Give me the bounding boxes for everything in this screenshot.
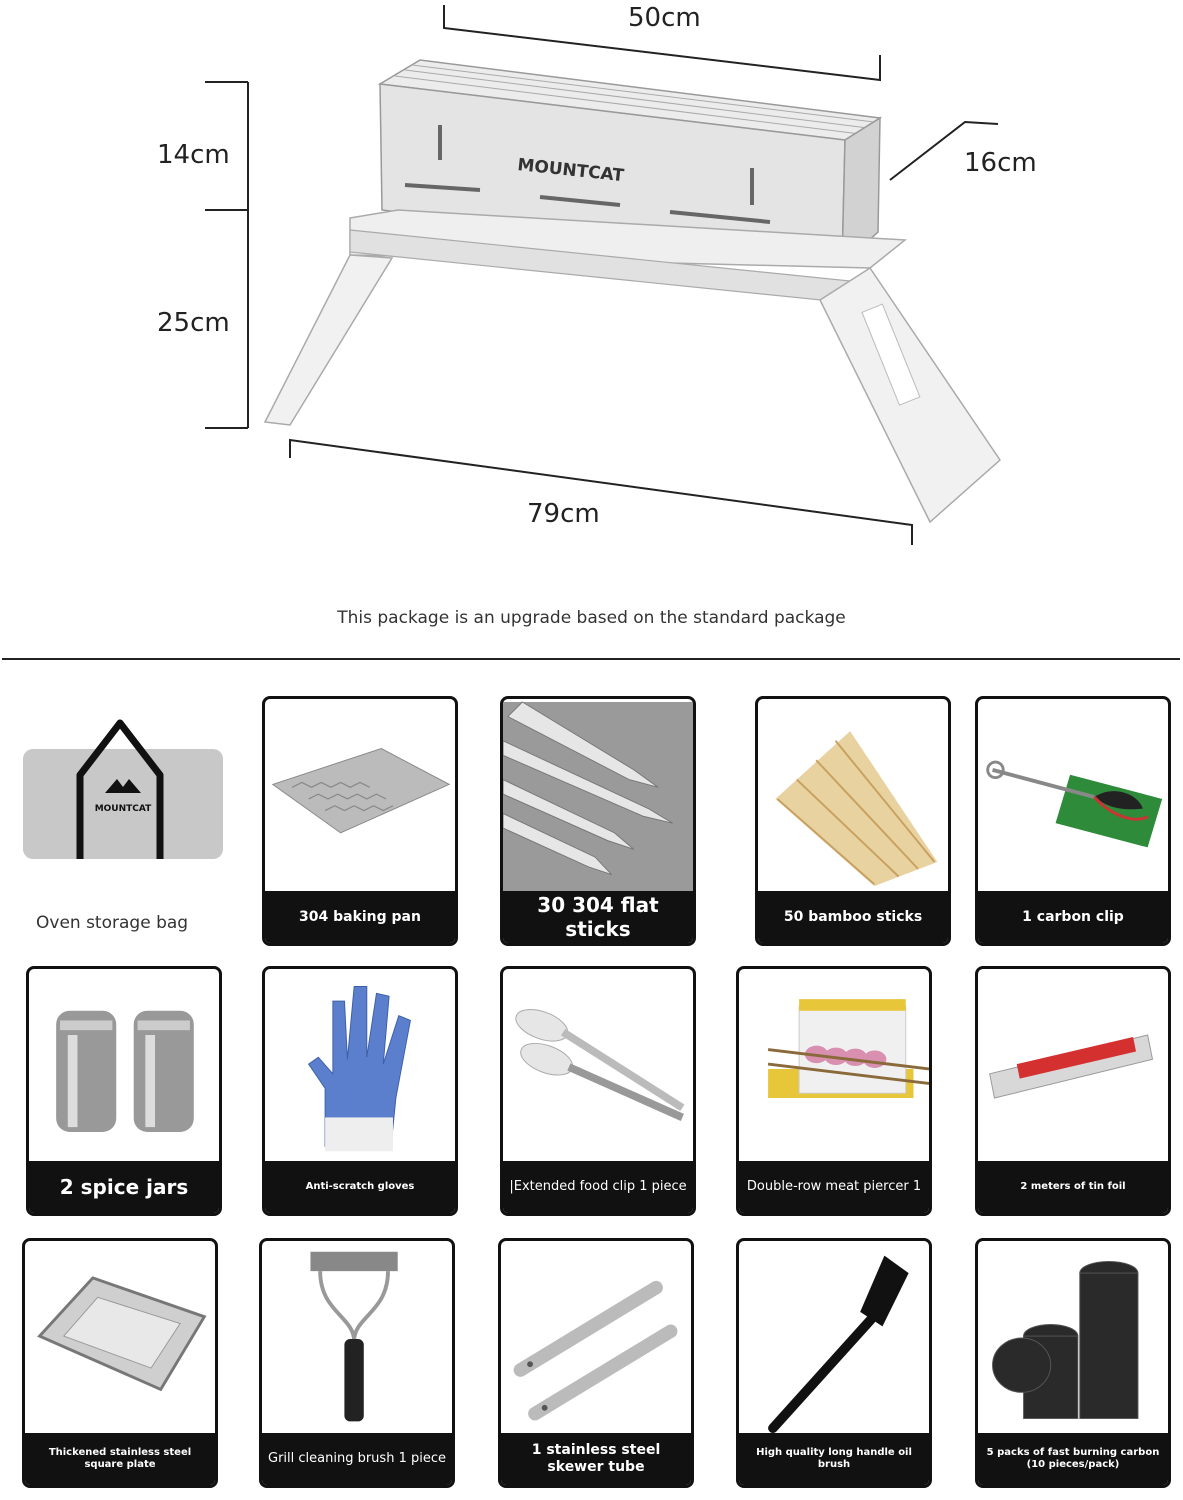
accessory-card-7: |Extended food clip 1 piece bbox=[500, 966, 696, 1216]
dim-depth: 16cm bbox=[964, 148, 1037, 178]
accessory-label-12: 1 stainless steel skewer tube bbox=[501, 1433, 691, 1485]
accessory-card-6: Anti-scratch gloves bbox=[262, 966, 458, 1216]
accessory-card-14: 5 packs of fast burning carbon (10 piece… bbox=[975, 1238, 1171, 1488]
dim-total-length: 79cm bbox=[527, 499, 600, 529]
dim-leg-height: 25cm bbox=[157, 308, 230, 338]
accessory-card-12: 1 stainless steel skewer tube bbox=[498, 1238, 694, 1488]
cleaning-brush-icon bbox=[310, 1251, 398, 1422]
accessory-label-7: |Extended food clip 1 piece bbox=[503, 1161, 693, 1213]
accessory-label-5: 2 spice jars bbox=[29, 1161, 219, 1213]
accessory-label-3: 50 bamboo sticks bbox=[758, 891, 948, 943]
baking-pan-icon bbox=[271, 748, 451, 834]
dim-width-top: 50cm bbox=[628, 3, 701, 33]
accessory-label-2: 30 304 flat sticks bbox=[503, 891, 693, 943]
accessory-label-13: High quality long handle oil brush bbox=[739, 1433, 929, 1485]
accessory-card-3: 50 bamboo sticks bbox=[755, 696, 951, 946]
accessory-label-14: 5 packs of fast burning carbon (10 piece… bbox=[978, 1433, 1168, 1485]
flat-sticks-icon bbox=[503, 701, 693, 892]
charcoal-icon bbox=[992, 1260, 1139, 1419]
accessory-card-9: 2 meters of tin foil bbox=[975, 966, 1171, 1216]
tongs-icon bbox=[515, 1009, 685, 1121]
square-plate-icon bbox=[37, 1276, 207, 1392]
grill-diagram: MOUNTCAT bbox=[205, 5, 1001, 545]
accessory-card-4: 1 carbon clip bbox=[975, 696, 1171, 946]
glove-icon bbox=[307, 986, 411, 1152]
bamboo-sticks-icon bbox=[775, 731, 938, 887]
spice-jar-icon bbox=[56, 1010, 194, 1132]
accessory-card-2: 30 304 flat sticks bbox=[500, 696, 696, 946]
accessory-label-4: 1 carbon clip bbox=[978, 891, 1168, 943]
section-divider bbox=[2, 658, 1180, 660]
bag-logo-text: MOUNTCAT bbox=[95, 804, 152, 814]
package-caption: This package is an upgrade based on the … bbox=[337, 608, 846, 628]
accessory-card-8: Double-row meat piercer 1 bbox=[736, 966, 932, 1216]
accessory-label-11: Grill cleaning brush 1 piece bbox=[262, 1433, 452, 1485]
carbon-clip-icon bbox=[986, 760, 1163, 848]
accessory-label-10: Thickened stainless steel square plate bbox=[25, 1433, 215, 1485]
dim-box-height: 14cm bbox=[157, 140, 230, 170]
accessory-label-6: Anti-scratch gloves bbox=[265, 1161, 455, 1213]
oil-brush-icon bbox=[768, 1255, 909, 1434]
accessory-label-9: 2 meters of tin foil bbox=[978, 1161, 1168, 1213]
accessory-card-5: 2 spice jars bbox=[26, 966, 222, 1216]
grill-body: MOUNTCAT bbox=[263, 59, 1001, 524]
skewer-tube-icon bbox=[513, 1280, 678, 1421]
tin-foil-icon bbox=[989, 1034, 1154, 1099]
meat-piercer-icon bbox=[767, 999, 929, 1099]
accessory-label-0: Oven storage bag bbox=[36, 913, 189, 933]
dimension-lines bbox=[205, 5, 999, 545]
accessory-label-8: Double-row meat piercer 1 bbox=[739, 1161, 929, 1213]
accessory-card-13: High quality long handle oil brush bbox=[736, 1238, 932, 1488]
storage-bag-icon: MOUNTCAT bbox=[23, 719, 223, 859]
accessory-card-1: 304 baking pan bbox=[262, 696, 458, 946]
accessory-card-11: Grill cleaning brush 1 piece bbox=[259, 1238, 455, 1488]
accessory-card-10: Thickened stainless steel square plate bbox=[22, 1238, 218, 1488]
accessory-label-1: 304 baking pan bbox=[265, 891, 455, 943]
